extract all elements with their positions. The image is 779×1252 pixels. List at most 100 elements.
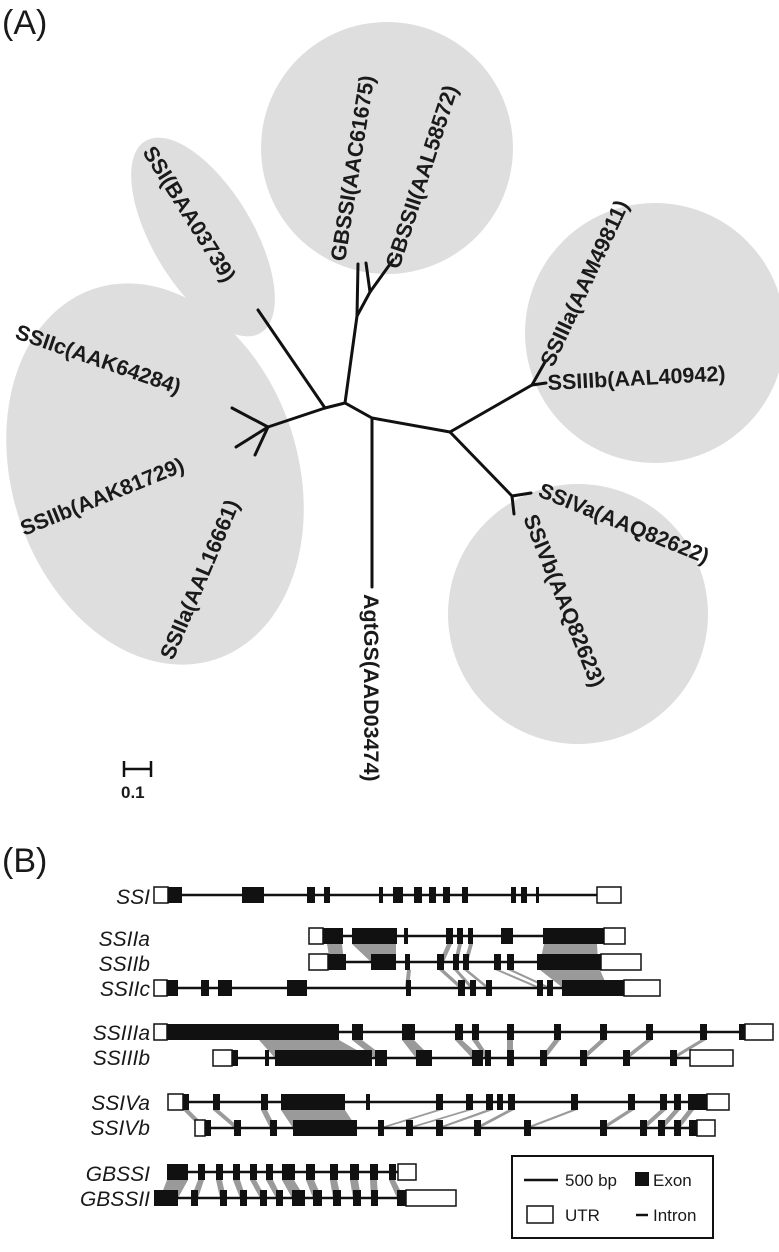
exon: [537, 954, 601, 970]
exon: [472, 1024, 479, 1040]
exon: [511, 887, 516, 903]
exon: [260, 1190, 267, 1206]
exon: [352, 1024, 363, 1040]
exon: [265, 1050, 269, 1066]
exon: [674, 1094, 681, 1110]
utr-3: [623, 979, 661, 997]
exon: [688, 1094, 707, 1110]
exon: [466, 1094, 473, 1110]
exon: [324, 887, 330, 903]
exon: [330, 1164, 338, 1180]
gene-label-ssivb: SSIVb: [90, 1117, 150, 1140]
exon: [554, 1024, 561, 1040]
exon: [218, 980, 232, 996]
exon: [266, 1164, 273, 1180]
gene-gbssi: [167, 1163, 417, 1181]
exon: [167, 1164, 188, 1180]
exon: [455, 1024, 463, 1040]
exon: [389, 1164, 396, 1180]
exon: [507, 1050, 514, 1066]
link: [213, 1110, 240, 1128]
branch-ssi: [256, 308, 327, 410]
exon: [275, 1050, 372, 1066]
branch-ssiii-stem: [448, 383, 534, 434]
exon: [242, 887, 264, 903]
exon: [323, 928, 343, 944]
exon: [353, 1190, 361, 1206]
panel-a-label: (A): [2, 4, 47, 42]
branch-ssiic: [230, 406, 270, 429]
branch-ssivb: [510, 494, 516, 516]
exon: [543, 928, 604, 944]
exon: [328, 954, 346, 970]
exon: [739, 1024, 745, 1040]
legend: 500 bp Exon UTR Intron: [511, 1155, 714, 1239]
exon: [307, 887, 315, 903]
exon: [233, 1164, 240, 1180]
gene-ssiva: [167, 1093, 730, 1111]
utr-3: [405, 1189, 457, 1207]
branch-gbss-fork: [355, 290, 372, 318]
exon: [443, 887, 450, 903]
legend-box: [511, 1155, 714, 1239]
exon: [486, 980, 492, 996]
link: [600, 1110, 634, 1128]
exon: [234, 1120, 241, 1136]
exon: [501, 928, 513, 944]
panel-a: (A): [2, 4, 779, 802]
exon: [571, 1094, 578, 1110]
exon: [486, 1094, 493, 1110]
utr-5: [308, 953, 329, 971]
gene-labels: SSI SSIIa SSIIb SSIIc SSIIIa SSIIIb SSIV…: [80, 886, 151, 1211]
legend-utr-swatch: [526, 1205, 554, 1224]
exon: [276, 1190, 283, 1206]
exon: [333, 1190, 341, 1206]
exon: [437, 954, 444, 970]
exon: [240, 1190, 247, 1206]
link: [623, 1040, 652, 1058]
link: [439, 970, 464, 988]
leaf-agtgs: AgtGS(AAD03474): [359, 594, 383, 782]
exon: [414, 887, 422, 903]
exon: [670, 1050, 677, 1066]
utr-5: [153, 1023, 168, 1041]
exon: [183, 1094, 189, 1110]
exon: [371, 954, 396, 970]
exon: [623, 1050, 630, 1066]
exon: [352, 928, 397, 944]
exon: [350, 1164, 359, 1180]
utr-5: [308, 927, 324, 945]
gene-label-ssiva: SSIVa: [91, 1092, 150, 1115]
gene-label-ssiiia: SSIIIa: [93, 1022, 150, 1045]
clade-ssiii: [525, 203, 779, 463]
link: [454, 970, 474, 988]
exon: [660, 1094, 667, 1110]
utr-3: [689, 1049, 734, 1067]
branch-gbssii: [368, 258, 395, 294]
clade-ssii: [6, 283, 304, 665]
exon: [700, 1024, 707, 1040]
exon: [674, 1120, 681, 1136]
exon: [216, 1164, 223, 1180]
link: [406, 1110, 472, 1128]
exon: [167, 1024, 339, 1040]
exon: [406, 980, 411, 996]
exon: [497, 1094, 503, 1110]
panel-b-label: (B): [2, 842, 47, 880]
utr-5: [194, 1119, 206, 1137]
link: [524, 1110, 577, 1128]
gene-label-ssiib: SSIIb: [99, 953, 151, 976]
exon: [468, 928, 473, 944]
exon: [524, 1120, 531, 1136]
exon: [220, 1190, 227, 1206]
exon: [393, 887, 403, 903]
legend-intron-label: Intron: [653, 1206, 696, 1225]
gene-label-ssiiib: SSIIIb: [93, 1047, 151, 1070]
exon: [261, 1094, 268, 1110]
branch-gbss-stem: [343, 314, 359, 405]
exon: [507, 954, 514, 970]
exon: [191, 1190, 198, 1206]
exon: [270, 1120, 277, 1136]
link: [670, 1040, 706, 1058]
link: [436, 1110, 493, 1128]
